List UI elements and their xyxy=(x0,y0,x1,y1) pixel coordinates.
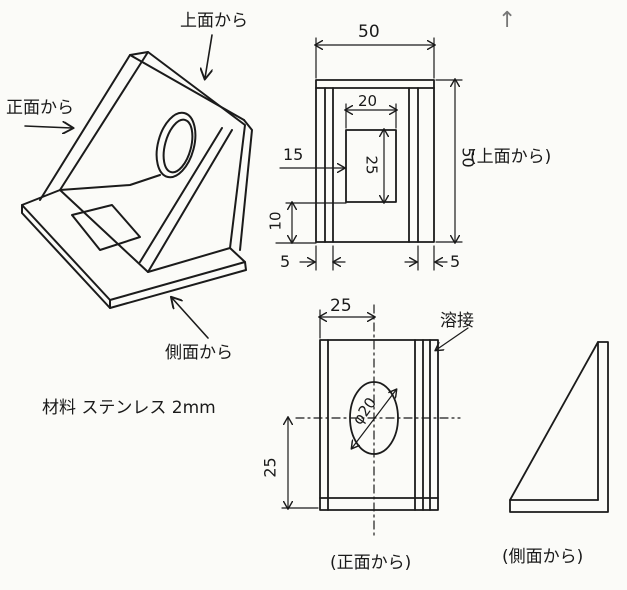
front-view-drawing xyxy=(319,339,439,511)
top-view-caption: (上面から) xyxy=(470,147,552,167)
top-arrow xyxy=(205,34,212,78)
side-view-drawing xyxy=(509,341,609,513)
top-view-dimensions xyxy=(275,37,463,271)
iso-side-label: 側面から xyxy=(165,343,233,363)
dim-center-y-25: 25 xyxy=(260,457,280,478)
dim-offset-15: 15 xyxy=(283,145,304,164)
iso-top-label: 上面から xyxy=(180,11,248,31)
dim-slot-20: 20 xyxy=(358,92,378,110)
weld-label: 溶接 xyxy=(440,311,474,331)
top-view-drawing xyxy=(315,79,435,243)
dim-bottom-10: 10 xyxy=(266,211,285,231)
side-arrow xyxy=(172,298,209,339)
up-arrow-mark: ↑ xyxy=(498,8,517,33)
dim-slot-height-25: 25 xyxy=(362,155,381,175)
isometric-bracket xyxy=(21,51,253,309)
dim-center-x-25: 25 xyxy=(330,296,352,316)
front-view-dimensions xyxy=(281,304,469,536)
dim-rib-left-5: 5 xyxy=(280,252,291,271)
dim-width-50: 50 xyxy=(358,22,380,42)
front-view-caption: (正面から) xyxy=(330,553,412,573)
side-view-caption: (側面から) xyxy=(502,547,584,567)
iso-front-label: 正面から xyxy=(6,98,74,118)
front-arrow xyxy=(24,126,72,128)
dim-rib-right-5: 5 xyxy=(450,252,461,271)
material-label: 材料 ステンレス 2mm xyxy=(42,398,216,418)
